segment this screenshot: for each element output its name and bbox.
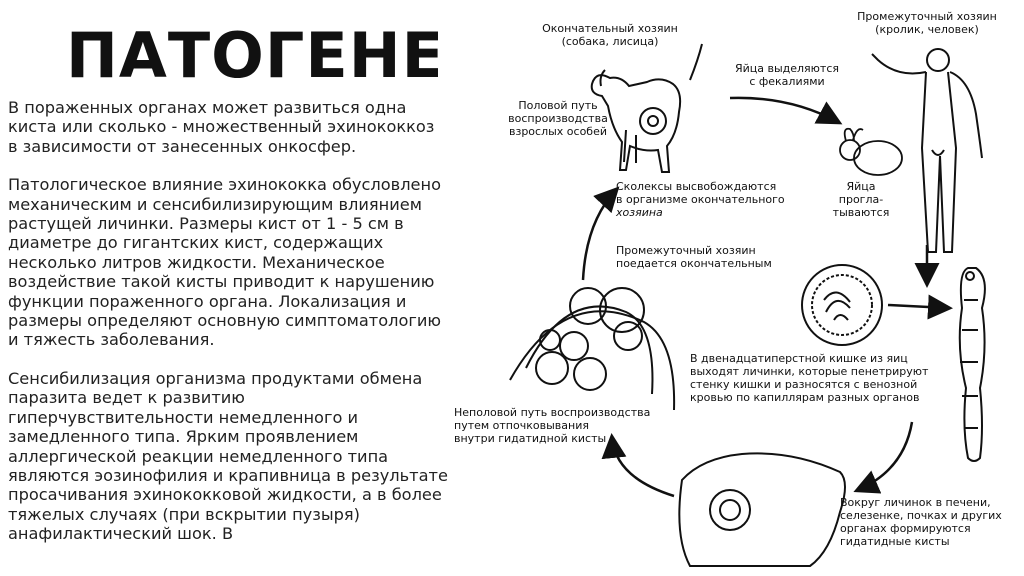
label-intermediate-host: Промежуточный хозяин (кролик, человек) xyxy=(857,10,997,36)
hydatid-cyst-icon xyxy=(509,287,676,411)
label-eggs-swallowed: Яйца прогла- тываются xyxy=(832,180,890,219)
paragraph-2: Патологическое влияние эхинококка обусло… xyxy=(8,175,442,350)
arrow-larva-to-liver xyxy=(853,421,914,494)
arrow-dog-to-rabbit xyxy=(729,96,843,125)
life-cycle-diagram: Окончательный хозяин (собака, лисица) Пр… xyxy=(440,0,1024,576)
page-title: ПАТОГЕНЕЗ xyxy=(66,19,438,92)
rabbit-icon xyxy=(839,127,903,176)
label-asexual-path: Неполовой путь воспроизводства путем отп… xyxy=(454,406,651,445)
label-eggs-excreted: Яйца выделяются с фекалиями xyxy=(734,62,840,88)
paragraph-1: В пораженных органах может развиться одн… xyxy=(8,98,435,156)
human-icon xyxy=(871,48,983,253)
paragraph-3: Сенсибилизация организма продуктами обме… xyxy=(8,368,448,544)
label-scolex: Сколексы высвобождаются в организме окон… xyxy=(616,180,785,219)
arrow-liver-to-cyst xyxy=(601,433,675,498)
label-cyst-forming: Вокруг личинок в печени, селезенке, почк… xyxy=(840,496,1002,548)
liver-icon xyxy=(678,452,846,567)
label-duodenum: В двенадцатиперстной кишке из яиц выходя… xyxy=(690,352,929,404)
label-sexual-path: Половой путь воспроизводства взрослых ос… xyxy=(508,99,608,138)
arrow-cyst-to-dog xyxy=(581,186,620,281)
body-text: В пораженных органах может развиться одн… xyxy=(8,98,448,576)
life-cycle-drawing xyxy=(509,43,986,567)
label-eaten: Промежуточный хозяин поедается окончател… xyxy=(616,244,772,270)
egg-icon xyxy=(801,264,883,346)
arrow-egg-to-larva xyxy=(887,294,953,320)
larva-icon xyxy=(958,267,986,462)
dog-icon xyxy=(590,43,703,173)
label-definitive-host: Окончательный хозяин (собака, лисица) xyxy=(542,22,678,48)
